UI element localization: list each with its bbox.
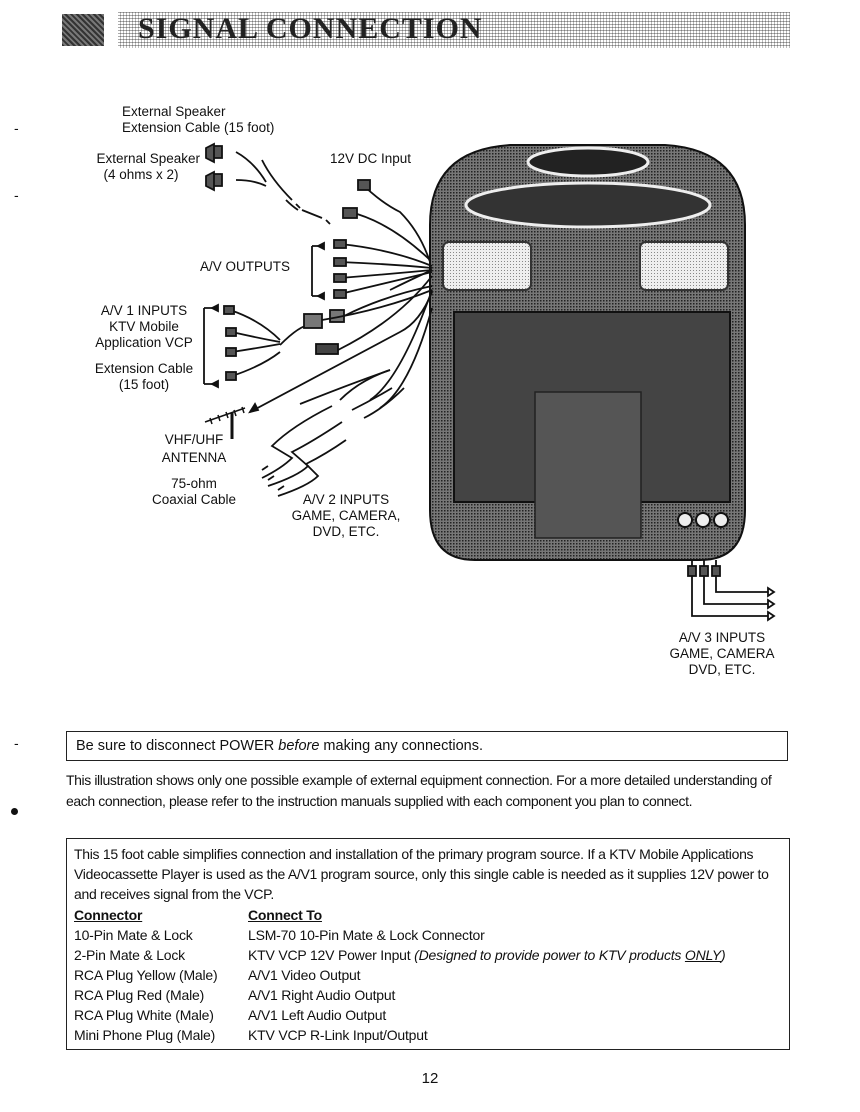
monitor-unit: [429, 144, 746, 561]
label-av1-inputs: A/V 1 INPUTS KTV Mobile Application VCP …: [94, 303, 194, 392]
margin-mark: -: [14, 735, 19, 751]
table-intro: This 15 foot cable simplifies connection…: [74, 846, 769, 902]
label-av-outputs: A/V OUTPUTS: [200, 259, 291, 274]
av-output-cables: [311, 239, 433, 301]
warning-text: Be sure to disconnect POWER before makin…: [76, 738, 484, 754]
header-connector: Connector: [74, 907, 143, 923]
av2-input-cables: [261, 289, 433, 497]
page-title: SIGNAL CONNECTION: [138, 12, 483, 45]
margin-mark: -: [14, 187, 19, 203]
av1-input-cables: [203, 275, 433, 414]
label-dc-input: 12V DC Input: [330, 151, 412, 166]
label-ext-speaker-cable: External Speaker Extension Cable (15 foo…: [122, 104, 275, 135]
connection-diagram: [203, 142, 776, 622]
av3-input-cables: [687, 560, 776, 622]
header-band: [118, 12, 790, 48]
header-connect-to: Connect To: [248, 907, 322, 923]
page-number: 12: [421, 1070, 439, 1087]
label-coax: 75-ohm Coaxial Cable: [151, 476, 237, 507]
connector-table-box: [66, 838, 790, 1050]
label-ext-speaker: External Speaker (4 ohms x 2): [96, 151, 200, 182]
antenna-icon: [204, 406, 246, 439]
description-paragraph: This illustration shows only one possibl…: [66, 772, 772, 809]
margin-dot: [11, 808, 18, 815]
speaker-cables: [205, 142, 431, 263]
label-antenna: VHF/UHF ANTENNA: [161, 432, 227, 465]
warning-box: [66, 731, 788, 761]
label-av3-inputs: A/V 3 INPUTS GAME, CAMERA DVD, ETC.: [669, 630, 775, 677]
label-av2-inputs: A/V 2 INPUTS GAME, CAMERA, DVD, ETC.: [291, 492, 401, 539]
power-note: (Designed to provide power to KTV produc…: [414, 947, 726, 963]
margin-mark: -: [14, 120, 19, 136]
header-block-icon: [62, 14, 104, 46]
